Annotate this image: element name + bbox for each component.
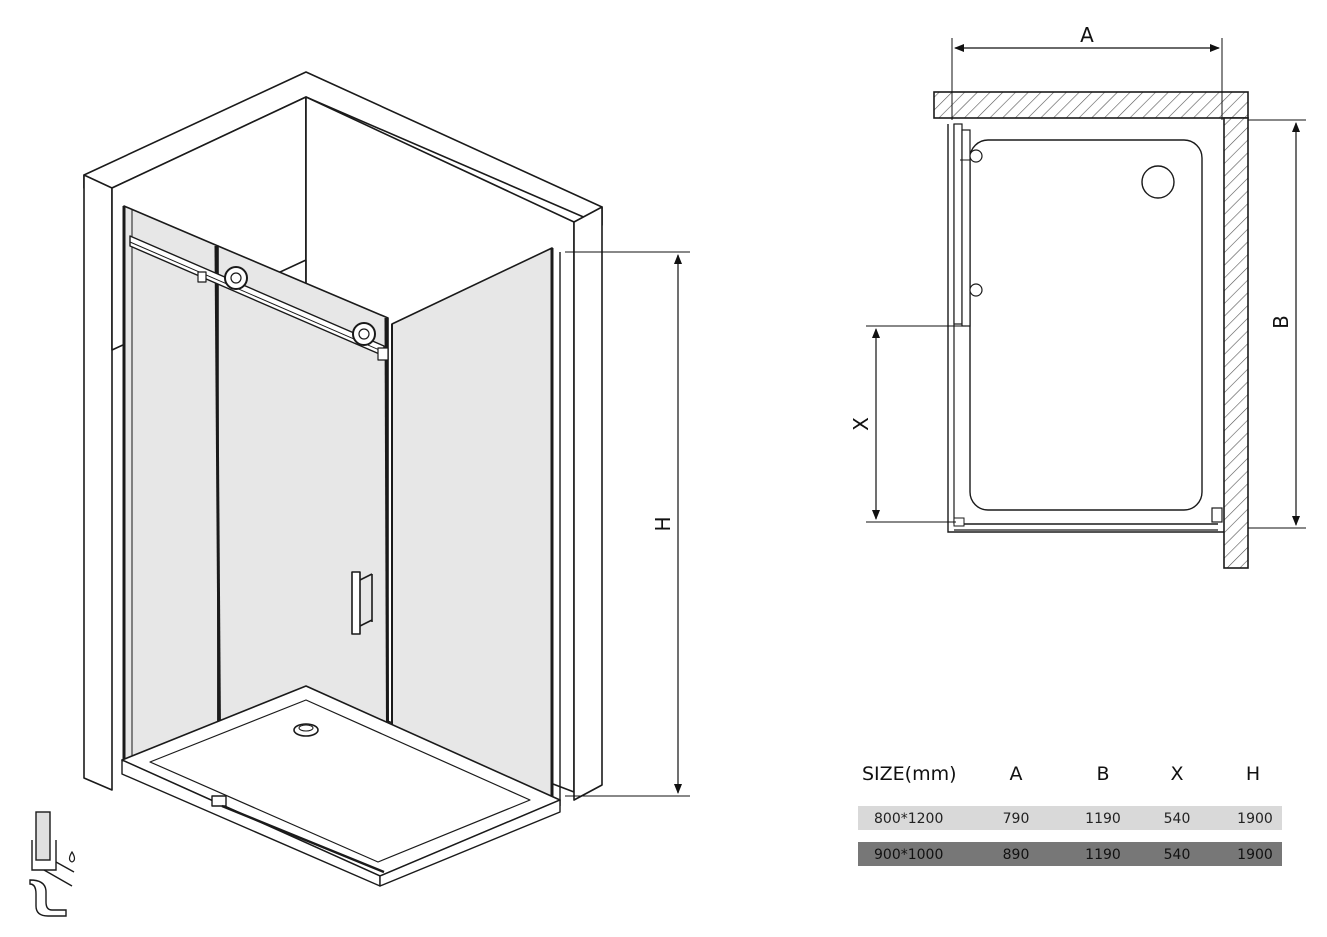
- table-header-size: SIZE(mm): [862, 763, 957, 785]
- size-table: SIZE(mm) A B X H 800*1200 790 1190 540 1…: [858, 763, 1282, 866]
- label-h: H: [651, 516, 675, 531]
- dimension-b: B: [1248, 119, 1306, 529]
- wall-right-hatched: [1223, 117, 1249, 569]
- right-wall-end: [573, 206, 603, 801]
- wall-top-hatched: [933, 91, 1249, 119]
- table-header-x: X: [1170, 763, 1183, 785]
- dimension-h: H: [565, 251, 690, 797]
- table-row-1-b: 1190: [1085, 811, 1121, 827]
- label-x: X: [849, 417, 873, 431]
- table-row-2-h: 1900: [1237, 847, 1273, 863]
- table-row-2-x: 540: [1164, 847, 1191, 863]
- left-fixed-glass: [123, 205, 219, 801]
- table-row-1-bg: [858, 806, 1282, 830]
- dimension-x: X: [849, 325, 966, 523]
- table-row-1-x: 540: [1164, 811, 1191, 827]
- table-row-1-size: 800*1200: [874, 811, 943, 827]
- table-header-b: B: [1096, 763, 1109, 785]
- door-handle-icon: [351, 571, 373, 635]
- table-row-1-a: 790: [1003, 811, 1030, 827]
- left-wall-outer: [83, 174, 113, 791]
- enclosure-3d-view: [83, 71, 603, 887]
- table-header-h: H: [1246, 763, 1260, 785]
- seal-profile-icon: [31, 811, 75, 887]
- dimension-a: A: [951, 23, 1223, 120]
- label-b: B: [1269, 315, 1293, 329]
- tap-icon: [29, 879, 67, 917]
- table-row-2-a: 890: [1003, 847, 1030, 863]
- drain-plan-icon: [1141, 165, 1175, 199]
- table-row-2-b: 1190: [1085, 847, 1121, 863]
- plan-view: [933, 91, 1249, 569]
- label-a: A: [1080, 23, 1094, 47]
- table-row-1-h: 1900: [1237, 811, 1273, 827]
- table-row-2-bg: [858, 842, 1282, 866]
- water-drop-icon: [68, 850, 76, 863]
- table-header-a: A: [1010, 763, 1023, 785]
- table-row-2-size: 900*1000: [874, 847, 943, 863]
